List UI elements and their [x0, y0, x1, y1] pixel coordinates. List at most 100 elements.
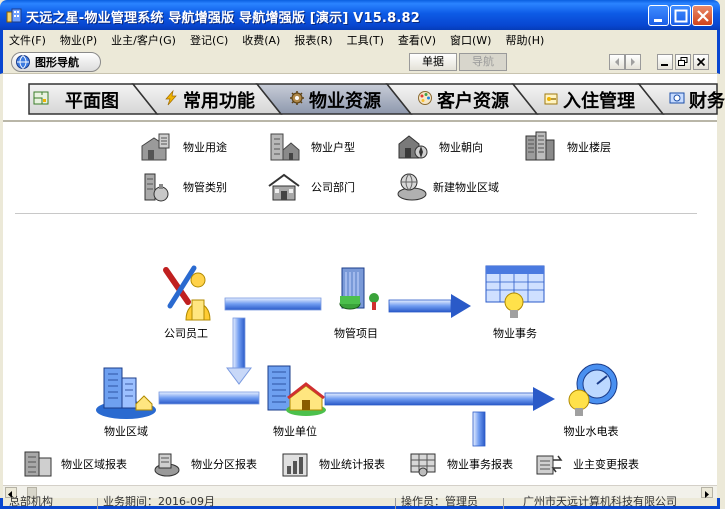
quick-label: 物业户型 [311, 141, 355, 154]
status-separator [395, 498, 396, 509]
node-area-label: 物业区域 [104, 425, 148, 438]
report-affairs[interactable]: 物业事务报表 [409, 450, 513, 478]
quick-house-type[interactable]: 物业户型 [267, 130, 355, 164]
minimize-icon [654, 19, 662, 22]
report-statistics[interactable]: 物业统计报表 [281, 450, 385, 478]
floorplan-icon [33, 91, 49, 105]
close-button[interactable] [692, 5, 713, 26]
report-owner-change[interactable]: 业主变更报表 [535, 450, 639, 478]
prev-page-button[interactable] [609, 54, 625, 70]
quick-orientation[interactable]: 物业朝向 [395, 130, 483, 164]
unit-house-icon [267, 365, 326, 416]
flow-arrow-reports [472, 411, 486, 447]
child-close-button[interactable] [693, 54, 709, 70]
graphic-nav-button[interactable]: 图形导航 [11, 52, 101, 72]
key-icon [544, 93, 558, 105]
arrow-right-icon [705, 491, 709, 498]
utility-meter-icon [568, 363, 618, 416]
node-staff[interactable]: 公司员工 [151, 262, 221, 341]
node-utility-label: 物业水电表 [563, 425, 619, 438]
staff-tools-icon [163, 265, 211, 321]
quick-department[interactable]: 公司部门 [267, 170, 355, 204]
menu-help[interactable]: 帮助(H) [505, 34, 545, 47]
node-utility[interactable]: 物业水电表 [553, 360, 629, 439]
app-logo-icon [6, 8, 22, 23]
arrow-right-icon [631, 58, 635, 66]
scroll-right-button[interactable] [701, 487, 713, 498]
status-separator [503, 498, 504, 509]
menu-file[interactable]: 文件(F) [9, 34, 46, 47]
menu-owner-client[interactable]: 业主/客户(G) [111, 34, 176, 47]
module-tabs: 平面图 常用功能 物业资源 客户资源 入住管理 财务 [3, 74, 725, 122]
lightning-icon [165, 89, 177, 106]
flow-arrow-staff-unit [226, 317, 252, 385]
flow-arrow-staff-project [224, 297, 322, 311]
tab-common-functions[interactable]: 常用功能 [183, 91, 255, 112]
child-minimize-button[interactable] [657, 54, 673, 70]
report-label: 物业事务报表 [447, 458, 513, 471]
status-organization: 总部机构 [9, 495, 53, 508]
gear-icon [290, 91, 304, 105]
toolbar: 图形导航 单据 导航 [0, 50, 720, 74]
menu-register[interactable]: 登记(C) [189, 34, 229, 47]
quick-new-area[interactable]: 新建物业区域 [395, 170, 499, 204]
menu-report[interactable]: 报表(R) [294, 34, 333, 47]
menu-charge[interactable]: 收费(A) [242, 34, 281, 47]
nav-button[interactable]: 导航 [459, 53, 507, 71]
quick-floor[interactable]: 物业楼层 [523, 130, 611, 164]
scroll-thumb[interactable] [27, 487, 37, 498]
tab-finance[interactable]: 财务 [689, 91, 725, 112]
restore-icon [678, 57, 688, 66]
report-label: 物业分区报表 [191, 458, 257, 471]
node-affairs[interactable]: 物业事务 [477, 262, 553, 341]
graphic-nav-label: 图形导航 [35, 56, 79, 69]
node-project-label: 物管项目 [334, 327, 378, 340]
tab-property-resources[interactable]: 物业资源 [309, 91, 381, 112]
section-divider [15, 213, 697, 214]
node-area[interactable]: 物业区域 [91, 360, 161, 439]
affairs-grid-icon [485, 265, 545, 318]
node-staff-label: 公司员工 [164, 327, 208, 340]
partition-report-icon [154, 453, 180, 477]
tabs-background [28, 83, 718, 115]
quick-label: 物业用途 [183, 141, 227, 154]
node-unit[interactable]: 物业单位 [257, 360, 333, 439]
child-restore-button[interactable] [675, 54, 691, 70]
tab-floorplan[interactable]: 平面图 [65, 91, 119, 112]
menu-tools[interactable]: 工具(T) [346, 34, 384, 47]
quick-label: 物管类别 [183, 181, 227, 194]
next-page-button[interactable] [625, 54, 641, 70]
menu-window[interactable]: 窗口(W) [450, 34, 492, 47]
minimize-button[interactable] [648, 5, 669, 26]
house-type-icon [270, 133, 300, 161]
report-label: 物业统计报表 [319, 458, 385, 471]
status-period: 业务期间：2016-09月 [103, 495, 215, 508]
report-area[interactable]: 物业区域报表 [23, 450, 127, 478]
close-icon [697, 10, 709, 22]
quick-label: 物业朝向 [439, 141, 483, 154]
window-title: 天远之星-物业管理系统 导航增强版 导航增强版 [演示] V15.8.82 [26, 11, 420, 26]
scroll-left-button[interactable] [5, 487, 17, 498]
bill-button[interactable]: 单据 [409, 53, 457, 71]
menu-view[interactable]: 查看(V) [397, 34, 436, 47]
quick-label: 物业楼层 [567, 141, 611, 154]
menu-property[interactable]: 物业(P) [59, 34, 98, 47]
tab-checkin-management[interactable]: 入住管理 [563, 91, 635, 112]
arrow-left-icon [615, 58, 619, 66]
arrow-left-icon [8, 491, 12, 498]
floor-icon [525, 131, 555, 161]
quick-category[interactable]: 物管类别 [139, 170, 227, 204]
flow-arrow-project-affairs [388, 294, 471, 318]
maximize-button[interactable] [670, 5, 691, 26]
statistics-report-icon [282, 453, 308, 477]
report-partition[interactable]: 物业分区报表 [153, 450, 257, 478]
tab-client-resources[interactable]: 客户资源 [437, 91, 509, 112]
status-company: 广州市天远计算机科技有限公司 [523, 495, 677, 508]
project-icon [339, 267, 379, 310]
quick-property-use[interactable]: 物业用途 [139, 130, 227, 164]
property-use-icon [141, 133, 170, 161]
horizontal-scrollbar[interactable] [3, 485, 717, 498]
title-bar[interactable]: 天远之星-物业管理系统 导航增强版 导航增强版 [演示] V15.8.82 [0, 0, 720, 30]
palette-icon [418, 91, 432, 105]
node-project[interactable]: 物管项目 [321, 262, 391, 341]
